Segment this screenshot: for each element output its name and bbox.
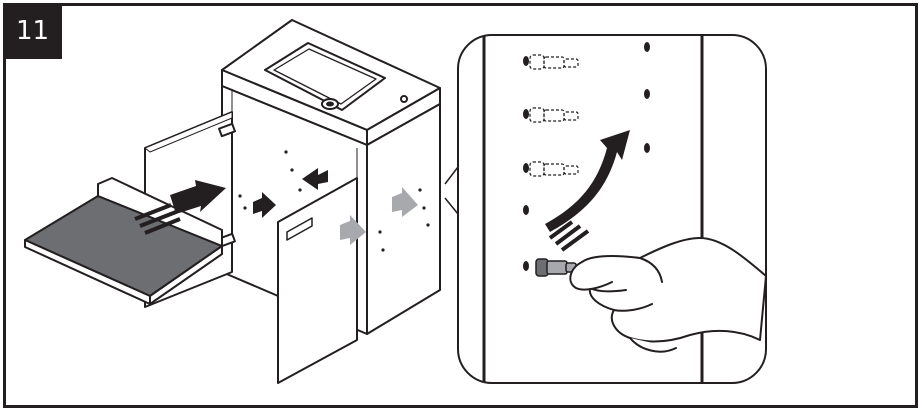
detail-zoom-panel <box>458 35 766 383</box>
callout-pointer <box>445 167 458 214</box>
cabinet-side-panel <box>367 104 440 334</box>
